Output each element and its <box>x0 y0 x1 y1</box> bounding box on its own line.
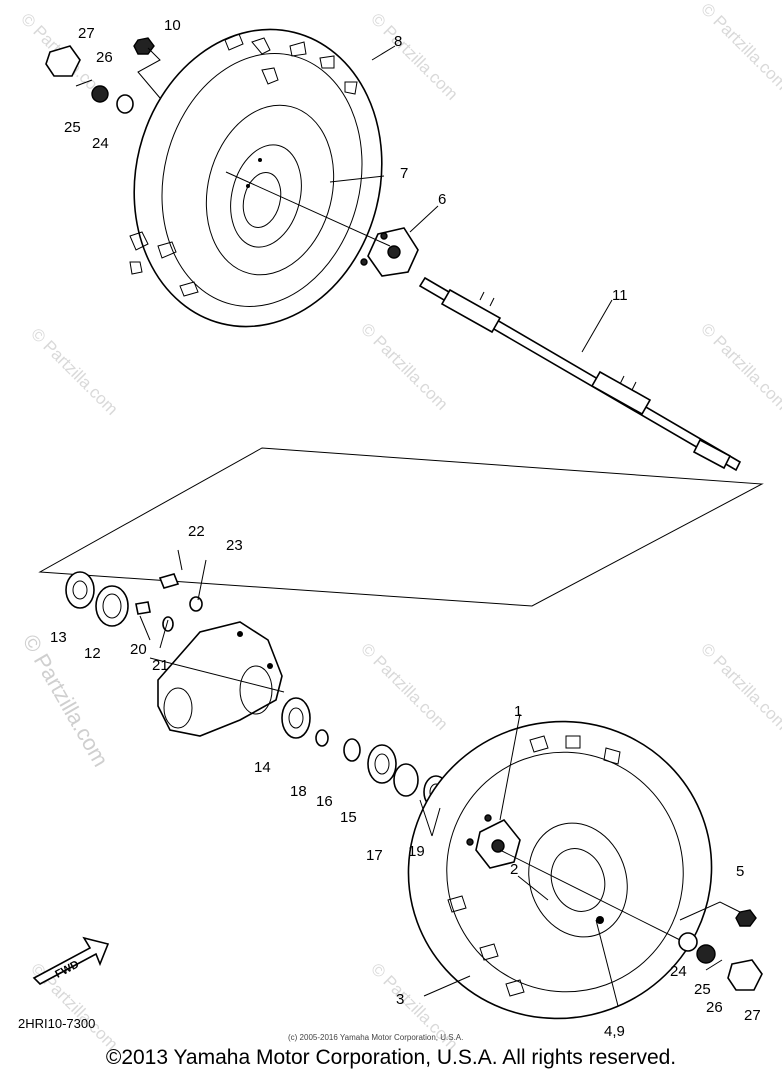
callout-17: 17 <box>366 847 383 864</box>
callout-19: 19 <box>408 843 425 860</box>
final-drive-housing <box>157 621 283 737</box>
callout-12: 12 <box>84 645 101 662</box>
bottom-wheel-tire <box>407 720 713 1020</box>
watermark: © Partzilla.com <box>357 639 451 733</box>
callout-10: 10 <box>164 17 181 34</box>
top-fasteners <box>45 37 155 114</box>
watermark: © Partzilla.com <box>27 324 121 418</box>
bottom-leader-lines <box>139 549 741 1007</box>
footer-copyright: ©2013 Yamaha Motor Corporation, U.S.A. A… <box>105 1046 677 1069</box>
callout-24-top: 24 <box>92 135 109 152</box>
callout-16: 16 <box>316 793 333 810</box>
callout-22: 22 <box>188 523 205 540</box>
drawing-code: 2HRI10-7300 <box>18 1016 95 1031</box>
callout-5: 5 <box>736 863 744 880</box>
callout-7: 7 <box>400 165 408 182</box>
callout-24-bottom: 24 <box>670 963 687 980</box>
rear-axle <box>418 276 742 472</box>
callout-4-9: 4,9 <box>604 1023 625 1040</box>
callout-25-bottom: 25 <box>694 981 711 998</box>
callout-13: 13 <box>50 629 67 646</box>
small-copyright: (c) 2005-2016 Yamaha Motor Corporation, … <box>288 1033 463 1042</box>
callout-21: 21 <box>152 657 169 674</box>
callout-26-bottom: 26 <box>706 999 723 1016</box>
top-wheel-tire <box>129 28 383 328</box>
fwd-arrow: FWD <box>32 936 110 985</box>
callout-27-bottom: 27 <box>744 1007 761 1024</box>
callout-26-top: 26 <box>96 49 113 66</box>
watermark: © Partzilla.com <box>367 9 461 103</box>
callout-6: 6 <box>438 191 446 208</box>
watermark: © Partzilla.com <box>697 639 782 733</box>
watermark: © Partzilla.com <box>697 319 782 413</box>
callout-27-top: 27 <box>78 25 95 42</box>
callout-15: 15 <box>340 809 357 826</box>
wheel-hub-top <box>360 227 419 277</box>
callout-8: 8 <box>394 33 402 50</box>
callout-11: 11 <box>612 287 628 304</box>
wheel-hub-bottom <box>466 814 521 869</box>
bottom-fasteners <box>678 909 763 991</box>
callout-labels: 27 10 8 26 25 24 7 6 11 22 23 13 12 20 2… <box>50 17 761 1040</box>
watermark: © Partzilla.com <box>357 319 451 413</box>
callout-25-top: 25 <box>64 119 81 136</box>
watermark: © Partzilla.com <box>697 0 782 94</box>
callout-20: 20 <box>130 641 147 658</box>
callout-14: 14 <box>254 759 271 776</box>
final-drive-outline <box>38 447 764 607</box>
top-leader-lines <box>137 45 613 353</box>
callout-18: 18 <box>290 783 307 800</box>
fwd-label: FWD <box>53 958 81 980</box>
callout-3: 3 <box>396 991 404 1008</box>
callout-23: 23 <box>226 537 243 554</box>
callout-2: 2 <box>510 861 518 878</box>
callout-1: 1 <box>514 703 522 720</box>
